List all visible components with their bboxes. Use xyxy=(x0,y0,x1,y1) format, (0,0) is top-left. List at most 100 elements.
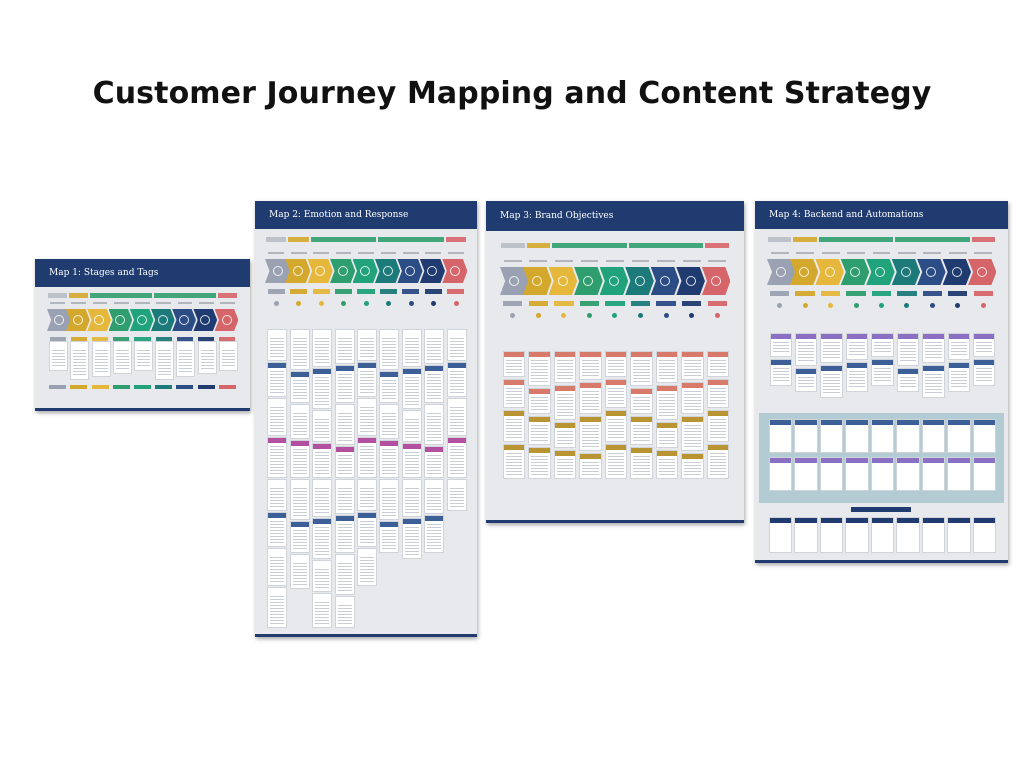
content-card-line xyxy=(270,527,285,528)
content-card-line xyxy=(404,545,419,546)
content-card-line xyxy=(382,494,397,495)
content-card-line xyxy=(684,360,701,361)
content-card-line xyxy=(270,407,285,408)
stage-group-bar xyxy=(818,237,894,242)
content-card-line xyxy=(710,363,727,364)
content-card-line xyxy=(337,608,352,609)
content-card-line xyxy=(270,413,285,414)
content-card-line xyxy=(404,356,419,357)
content-card-line xyxy=(382,509,397,510)
stage-tag xyxy=(630,301,651,306)
content-card xyxy=(446,437,467,478)
stage-icon xyxy=(557,276,568,286)
stage-label-line xyxy=(135,302,150,304)
content-card-line xyxy=(270,449,285,450)
content-card-header xyxy=(821,334,842,339)
content-card xyxy=(379,371,400,403)
content-card-line xyxy=(337,605,352,606)
map-3-brand-objectives[interactable]: Map 3: Brand Objectives xyxy=(486,201,744,523)
content-card-line xyxy=(633,459,650,460)
content-card xyxy=(528,351,551,386)
stage-label-line xyxy=(847,252,865,254)
content-card-line xyxy=(337,563,352,564)
content-card-line xyxy=(658,437,676,438)
content-card-line xyxy=(270,377,285,378)
content-card-line xyxy=(658,406,676,407)
content-card-line xyxy=(772,380,789,381)
map-4-backend-and-automations[interactable]: Map 4: Backend and Automations xyxy=(755,201,1008,563)
content-card-line xyxy=(823,357,840,358)
content-card-line xyxy=(925,351,942,352)
content-card-line xyxy=(710,434,727,435)
content-card-line xyxy=(710,465,727,466)
content-card xyxy=(446,329,467,361)
content-card-line xyxy=(337,617,352,618)
content-card-line xyxy=(505,388,522,389)
content-card-line xyxy=(505,437,522,438)
content-card-line xyxy=(710,428,727,429)
content-card-line xyxy=(337,455,352,456)
stage-dot xyxy=(561,313,567,318)
content-card-line xyxy=(360,491,374,492)
content-card-line xyxy=(684,425,701,426)
content-card xyxy=(401,518,422,559)
content-card xyxy=(334,404,355,445)
content-card-line xyxy=(292,344,307,345)
map-2-header-bar: Map 2: Emotion and Response xyxy=(255,201,477,229)
automation-card xyxy=(972,457,996,491)
content-card-line xyxy=(556,412,574,413)
content-card xyxy=(845,362,869,392)
automation-card-header xyxy=(973,458,995,463)
content-card-line xyxy=(505,459,522,460)
content-card-line xyxy=(292,362,307,363)
content-card-line xyxy=(823,351,840,352)
content-card-line xyxy=(360,386,374,387)
content-card-line xyxy=(899,386,917,387)
content-card-line xyxy=(200,353,214,354)
content-card-line xyxy=(315,455,330,456)
stage-tag xyxy=(770,291,790,296)
stage-dot xyxy=(904,303,910,308)
content-card-line xyxy=(874,351,891,352)
stage-label-line xyxy=(92,302,108,304)
stage-icon xyxy=(382,266,393,276)
content-card xyxy=(655,450,679,479)
content-card-line xyxy=(404,437,419,438)
content-card xyxy=(312,593,333,628)
content-card-line xyxy=(158,356,172,357)
map-1-stages-and-tags[interactable]: Map 1: Stages and Tags xyxy=(35,259,250,411)
map-2-emotion-and-response[interactable]: Map 2: Emotion and Response xyxy=(255,201,477,637)
content-card-line xyxy=(270,608,285,609)
content-card-line xyxy=(427,422,442,423)
content-card xyxy=(334,365,355,403)
content-card-line xyxy=(684,369,701,370)
content-card-line xyxy=(427,344,442,345)
content-card-line xyxy=(607,425,625,426)
stage-dot xyxy=(535,313,541,318)
content-card-line xyxy=(337,587,352,588)
content-card-line xyxy=(200,356,214,357)
stage-tag xyxy=(134,337,151,342)
content-card-line xyxy=(52,359,66,360)
content-card-line xyxy=(270,491,285,492)
content-card-line xyxy=(360,461,374,462)
content-card-line xyxy=(337,620,352,621)
content-card-line xyxy=(292,536,307,537)
content-card-line xyxy=(270,533,285,534)
content-card-line xyxy=(158,371,172,372)
content-card-line xyxy=(337,413,352,414)
content-card-line xyxy=(427,545,442,546)
content-card xyxy=(681,416,704,451)
content-card xyxy=(681,382,704,414)
content-card-line xyxy=(976,374,993,375)
content-card-header xyxy=(447,438,466,443)
content-card-line xyxy=(427,497,442,498)
content-card-line xyxy=(337,575,352,576)
content-card-line xyxy=(94,359,108,360)
content-card-line xyxy=(360,341,374,342)
content-card-header xyxy=(447,363,466,368)
content-card-line xyxy=(292,395,307,396)
stage-label-line xyxy=(923,252,942,254)
content-card-line xyxy=(337,386,352,387)
content-card-line xyxy=(360,428,374,429)
